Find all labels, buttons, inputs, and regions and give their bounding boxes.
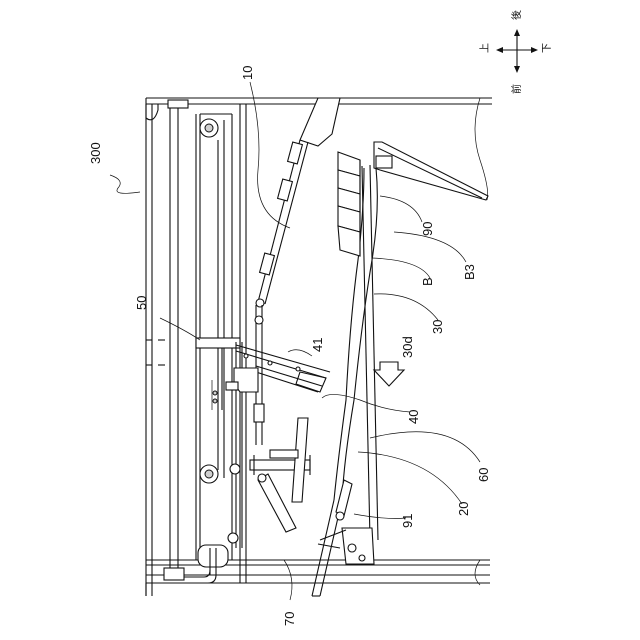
pivot-91 [318, 480, 374, 564]
label-40: 40 [406, 410, 421, 424]
bottom-cap [164, 568, 184, 580]
label-70: 70 [282, 612, 297, 626]
arrow-down-icon [514, 66, 520, 73]
label-41: 41 [310, 338, 325, 352]
label-front: 前 [510, 84, 523, 94]
label-30d: 30d [400, 336, 415, 358]
label-down: 下 [542, 43, 553, 53]
top-cap [168, 100, 188, 108]
label-up: 上 [479, 43, 491, 53]
lever-70 [258, 418, 308, 532]
label-300: 300 [88, 142, 103, 164]
arrow-left-icon [496, 47, 503, 53]
arrow-up-icon [514, 29, 520, 36]
reference-labels: 300 10 50 41 90 B3 B 30 30d 40 60 20 91 … [88, 66, 491, 626]
label-90: 90 [420, 222, 435, 236]
label-60: 60 [476, 468, 491, 482]
label-20: 20 [456, 502, 471, 516]
label-B: B [420, 277, 435, 286]
label-50: 50 [134, 296, 149, 310]
arm-upper [254, 98, 340, 445]
direction-compass: 上 下 後 前 [479, 10, 553, 94]
label-B3: B3 [462, 264, 477, 280]
bolt-icon [230, 464, 240, 474]
belt-unit [164, 100, 240, 583]
arrow-down-icon-motion [374, 362, 404, 386]
label-91: 91 [400, 514, 415, 528]
bag-stack [338, 152, 360, 256]
label-10: 10 [240, 66, 255, 80]
arrow-right-icon [531, 47, 538, 53]
label-back: 後 [510, 10, 523, 20]
bolt-icon-lower [228, 533, 238, 543]
label-30: 30 [430, 320, 445, 334]
